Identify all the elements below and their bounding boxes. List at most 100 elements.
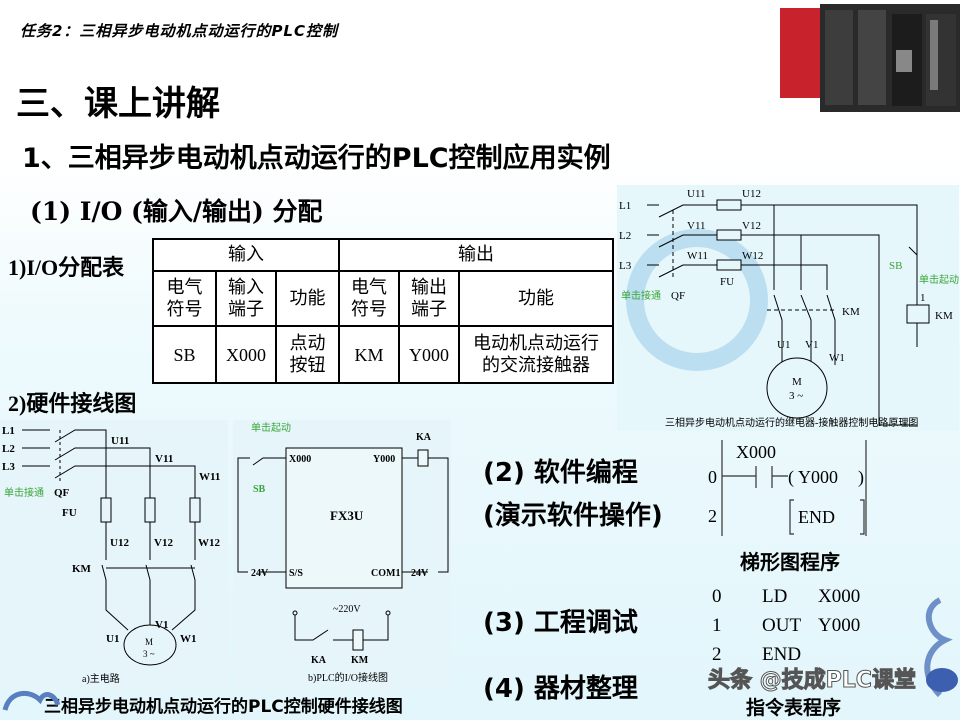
coil-close: ) [858,467,864,488]
il-step: 1 [712,615,722,636]
cell: Y000 [398,325,460,384]
instruction-caption: 指令表程序 [746,697,842,719]
contact-label: X000 [736,442,776,462]
label: KM [72,563,92,575]
cloud-ornament-icon [924,597,958,698]
label: 24V [251,568,269,579]
caption: a)主电路 [82,672,120,685]
io-table: 输入 输出 电气 符号 输入 端子 功能 电气 符号 输出 端子 功能 SB X… [152,238,614,384]
plc-io-wiring-diagram: 单击起动 SB X000 Y000 KA FX3U S/S COM1 24V 2… [233,420,451,690]
coil-open: ( [788,467,794,488]
group-header-input: 输入 [152,238,340,272]
label: FU [720,276,734,288]
wiring-caption: 三相异步电动机点动运行的PLC控制硬件接线图 [44,697,403,717]
label: L2 [2,443,15,455]
cell: 电动机点动运行 的交流接触器 [458,325,614,384]
label: QF [671,290,685,302]
sb-note: 单击起动 [919,274,959,286]
col-header: 功能 [458,270,614,327]
header-title: 任务2：三相异步电动机点动运行的PLC控制 [20,22,338,40]
label: L2 [619,230,631,242]
label: V12 [742,220,761,232]
software-heading: (2) 软件编程 [483,458,638,488]
ladder-caption: 梯形图程序 [740,550,840,574]
label: SB [889,260,902,272]
label: W1 [829,352,845,364]
col-header: 输入 端子 [215,270,277,327]
label: U1 [777,339,790,351]
label: KA [416,432,432,443]
plc-model: FX3U [330,508,364,523]
col-header: 输出 端子 [398,270,460,327]
label: V11 [687,220,706,232]
label: SB [253,484,266,495]
il-operand: X000 [818,586,861,607]
label: KM [935,310,953,322]
label: KM [842,306,860,318]
label: V1 [155,619,168,631]
debug-heading: (3) 工程调试 [483,608,638,638]
label: U12 [110,537,129,549]
label: 1 [920,292,926,304]
label: U11 [687,188,706,200]
label: V12 [154,537,173,549]
cell: X000 [215,325,277,384]
caption: b)PLC的I/O接线图 [308,671,388,684]
col-header: 电气 符号 [152,270,217,327]
software-note: (演示软件操作) [483,501,663,531]
subtitle: 1、三相异步电动机点动运行的PLC控制应用实例 [22,143,611,174]
label: ~220V [333,604,361,615]
label: 24V [411,568,429,579]
label: QF [54,487,70,499]
label: COM1 [371,568,400,579]
label: W11 [687,250,708,262]
step-number: 2 [708,506,717,526]
label: FU [62,507,77,519]
sb-note: 单击起动 [251,422,291,434]
label: U1 [106,633,119,645]
label: 3 ~ [789,390,803,402]
label: W12 [742,250,763,262]
watermark: 头条 @技成PLC课堂 [708,668,917,693]
caption: 三相异步电动机点动运行的继电器-接触器控制电路原理图 [665,416,918,429]
il-op: END [762,644,802,665]
ladder-diagram: 2 0 2 X000 ( Y000 ) END [708,440,867,536]
cell: 点动 按钮 [275,325,340,384]
label: 3 ~ [143,649,155,659]
label: KM [351,655,369,666]
label: U11 [111,435,129,447]
label: L3 [2,461,15,473]
organize-heading: (4) 器材整理 [483,674,638,704]
il-op: LD [762,586,788,607]
qf-note: 单击接通 [4,486,44,499]
main-circuit-diagram: L1 L2 L3 U11 V11 W11 QF 单击接通 FU U12 V12 … [0,420,228,690]
cell: KM [338,325,400,384]
coil-label: Y000 [798,467,838,487]
section-title: 三、课上讲解 [16,84,220,124]
label: M [792,376,802,388]
col-header: 电气 符号 [338,270,400,327]
label: S/S [289,568,303,579]
il-op: OUT [762,615,802,636]
label: L1 [619,200,631,212]
group-header-output: 输出 [338,238,614,272]
label: V11 [155,453,173,465]
label: KA [311,655,327,666]
label: Y000 [373,454,395,465]
label: U12 [742,188,761,200]
il-step: 0 [712,586,722,607]
label: M [145,637,153,647]
col-header: 功能 [275,270,340,327]
label: W11 [199,471,220,483]
label: V1 [805,339,818,351]
label: W12 [198,537,221,549]
label: L3 [619,260,632,272]
qf-note: 单击接通 [621,289,661,302]
il-operand: Y000 [818,615,861,636]
label: W1 [180,633,197,645]
end-instruction: END [798,507,835,527]
cloud-ornament-icon [2,690,60,711]
relay-contactor-schematic: L1 L2 L3 U11 U12 V11 V12 W11 W12 FU QF 单… [617,185,959,431]
cell: SB [152,325,217,384]
io-heading: (1) I/O (输入/输出) 分配 [30,197,323,226]
